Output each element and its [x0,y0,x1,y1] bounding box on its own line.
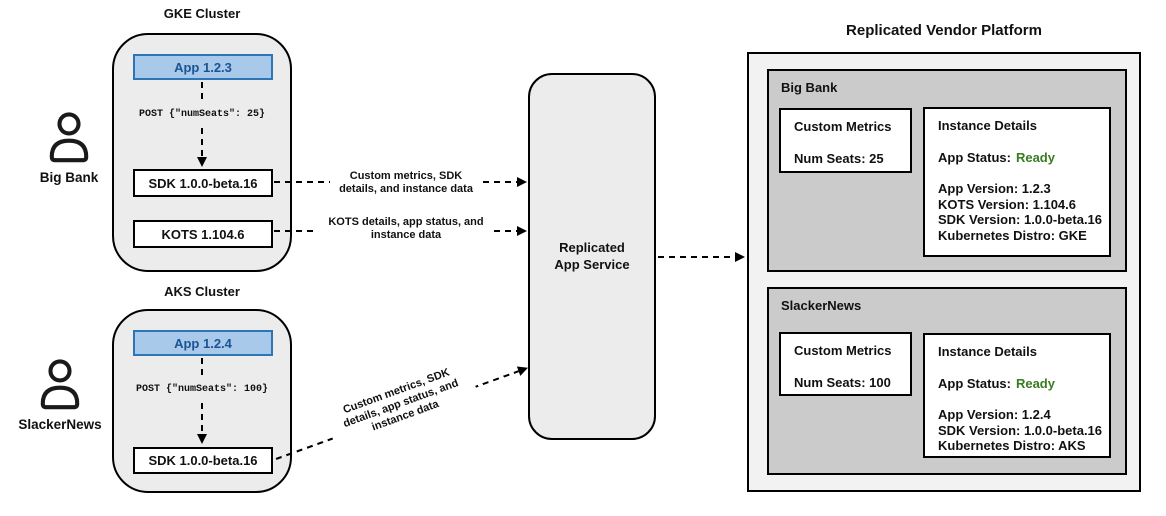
user-icon [49,112,89,163]
instance-details-box-big-bank: Instance Details App Status: Ready App V… [923,107,1111,257]
persona-slackernews: SlackerNews [10,357,110,432]
arrowhead-sdk-to-service [517,177,527,187]
post-request-aks: POST {"numSeats": 100} [135,384,269,395]
connector-post-to-sdk-aks [201,403,203,434]
user-icon [40,359,80,410]
sdk-box-aks: SDK 1.0.0-beta.16 [133,447,273,474]
connector-app-to-post-aks [201,358,203,378]
cluster-title-aks: AKS Cluster [164,284,240,299]
kots-box-gke: KOTS 1.104.6 [133,220,273,248]
detail-line: Kubernetes Distro: GKE [938,227,1087,243]
persona-label-slackernews: SlackerNews [18,417,102,432]
app-status-label: App Status: [938,375,1011,391]
platform-title: Replicated Vendor Platform [846,22,1042,39]
arrow-label-sdk-to-service: Custom metrics, SDK details, and instanc… [330,169,482,197]
instance-details-title: Instance Details [938,344,1037,359]
detail-line: KOTS Version: 1.104.6 [938,196,1077,212]
arrowhead-down-aks [197,434,207,444]
arrow-label-aks-sdk-to-service: Custom metrics, SDK details, app status,… [322,358,480,450]
num-seats-value: Num Seats: 100 [794,374,891,390]
app-status-value: Ready [1015,149,1055,165]
custom-metrics-box-slackernews: Custom Metrics Num Seats: 100 [779,332,912,396]
customer-name-big-bank: Big Bank [781,80,838,95]
app-box-gke: App 1.2.3 [133,54,273,80]
customer-name-slackernews: SlackerNews [781,298,862,313]
instance-details-box-slackernews: Instance Details App Status: Ready App V… [923,333,1111,458]
persona-label-big-bank: Big Bank [39,170,99,185]
custom-metrics-box-big-bank: Custom Metrics Num Seats: 25 [779,108,912,173]
connector-app-to-post-gke [201,82,203,104]
arrowhead-down-gke [197,157,207,167]
post-request-gke: POST {"numSeats": 25} [138,109,266,120]
app-status-label: App Status: [938,149,1011,165]
num-seats-value: Num Seats: 25 [794,150,884,166]
service-label-line1: Replicated [559,239,625,255]
arrow-service-to-platform [658,256,736,258]
app-status-value: Ready [1015,375,1055,391]
detail-line: SDK Version: 1.0.0-beta.16 [938,422,1103,438]
detail-line: App Version: 1.2.3 [938,181,1051,196]
arrowhead-service-to-platform [735,252,745,262]
arrow-label-kots-to-service: KOTS details, app status, and instance d… [318,215,494,243]
custom-metrics-title: Custom Metrics [794,343,892,358]
app-box-aks: App 1.2.4 [133,330,273,356]
instance-details-title: Instance Details [938,118,1037,133]
cluster-title-gke: GKE Cluster [163,6,241,21]
connector-post-to-sdk-gke [201,128,203,157]
persona-big-bank: Big Bank [24,110,114,185]
detail-line: SDK Version: 1.0.0-beta.16 [938,212,1103,227]
replicated-app-service-box: Replicated App Service [528,73,656,440]
sdk-box-gke: SDK 1.0.0-beta.16 [133,169,273,197]
detail-line: App Version: 1.2.4 [938,407,1051,422]
detail-line: Kubernetes Distro: AKS [938,438,1086,453]
custom-metrics-title: Custom Metrics [794,119,892,134]
service-label-line2: App Service [554,256,630,272]
arrowhead-kots-to-service [517,226,527,236]
